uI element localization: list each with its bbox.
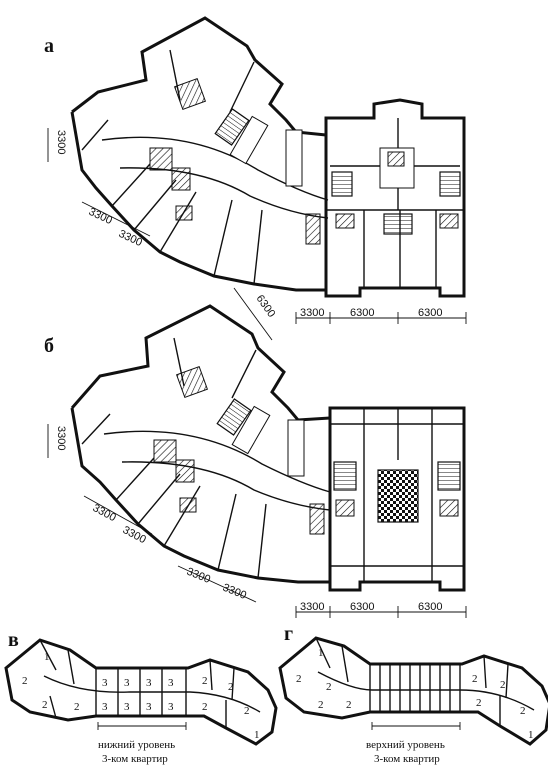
dim-b-6: 3300	[300, 601, 324, 613]
scheme-c-lower-level: в 1 2 3 3 3 3 2 2 2 2 3 3 3 3 2 2 1 нижн…	[4, 629, 278, 765]
panel-letter-d: г	[284, 623, 293, 645]
dim-a-5: 3300	[300, 307, 324, 319]
room-c-bot-8: 2	[244, 705, 250, 717]
dim-b-7: 6300	[350, 601, 374, 613]
dim-b-8: 6300	[418, 601, 442, 613]
room-d-left-1: 1	[318, 647, 324, 659]
room-c-top-2: 2	[22, 675, 28, 687]
room-d-left-3: 2	[326, 681, 332, 693]
panel-letter-c: в	[8, 629, 19, 651]
room-c-top-4: 3	[124, 677, 130, 689]
dim-b-2: 3300	[91, 502, 118, 524]
dim-a-6: 6300	[350, 307, 374, 319]
room-c-bot-3: 3	[102, 701, 108, 713]
room-c-bot-7: 2	[202, 701, 208, 713]
caption-c-line1: нижний уровень	[98, 739, 175, 751]
room-c-bot-9: 1	[254, 729, 260, 741]
panel-letter-a: а	[44, 35, 54, 57]
floor-plan-b: б 3300	[44, 304, 467, 618]
dim-a-2: 3300	[87, 206, 114, 227]
room-c-top-6: 3	[168, 677, 174, 689]
room-d-right-1: 2	[472, 673, 478, 685]
room-c-bot-4: 3	[124, 701, 130, 713]
room-c-top-1: 1	[44, 651, 50, 663]
scheme-d-upper-level: г 1 2 2 2 2 2 2 2 2 1 верхний уровень 3-…	[278, 623, 548, 765]
room-d-right-2: 2	[500, 679, 506, 691]
room-d-left-5: 2	[346, 699, 352, 711]
caption-c-line2: 3-ком квартир	[102, 753, 168, 765]
panel-letter-b: б	[44, 335, 54, 357]
dim-b-4: 3300	[185, 566, 212, 586]
dim-a-4: 6300	[254, 293, 278, 320]
caption-d-line1: верхний уровень	[366, 739, 445, 751]
room-c-top-8: 2	[228, 681, 234, 693]
room-c-top-3: 3	[102, 677, 108, 689]
room-c-top-5: 3	[146, 677, 152, 689]
floor-plan-a: а	[44, 16, 467, 341]
room-d-right-3: 2	[476, 697, 482, 709]
caption-d-line2: 3-ком квартир	[374, 753, 440, 765]
room-c-bot-5: 3	[146, 701, 152, 713]
room-d-left-4: 2	[318, 699, 324, 711]
dim-b-1: 3300	[55, 426, 67, 450]
room-c-bot-1: 2	[42, 699, 48, 711]
dim-b-5: 3300	[221, 582, 248, 602]
room-d-left-2: 2	[296, 673, 302, 685]
room-c-bot-6: 3	[168, 701, 174, 713]
room-d-right-5: 1	[528, 729, 534, 741]
room-c-bot-2: 2	[74, 701, 80, 713]
room-d-right-4: 2	[520, 705, 526, 717]
room-c-top-7: 2	[202, 675, 208, 687]
dim-a-1: 3300	[55, 130, 67, 154]
dim-a-7: 6300	[418, 307, 442, 319]
